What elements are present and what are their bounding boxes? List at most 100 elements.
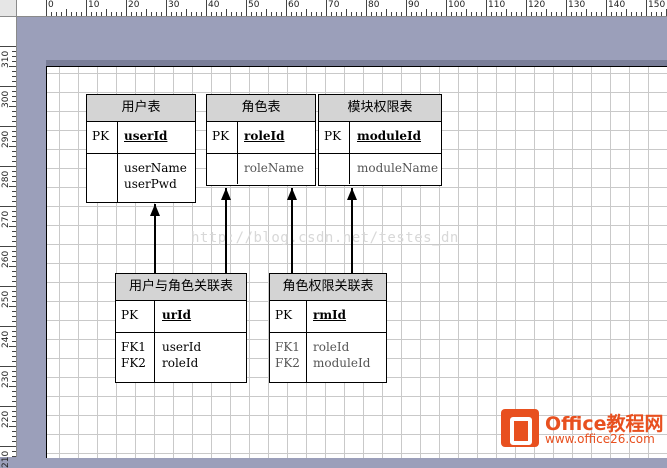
ruler-tick [0, 246, 16, 247]
ruler-tick [471, 12, 472, 16]
ruler-tick [12, 161, 16, 162]
ruler-tick [0, 46, 16, 47]
attr-row: moduleName [319, 154, 441, 184]
pk-row: PK userId [87, 122, 195, 154]
ruler-tick [12, 291, 16, 292]
ruler-tick [12, 56, 16, 57]
entity-user-role-table[interactable]: 用户与角色关联表 PK urId FK1 FK2 userId roleId [115, 273, 247, 383]
ruler-corner [0, 0, 17, 17]
ruler-tick [12, 116, 16, 117]
ruler-tick [296, 12, 297, 16]
ruler-label: 90 [408, 0, 420, 10]
ruler-tick [566, 0, 567, 16]
ruler-tick [56, 12, 57, 16]
ruler-label: 10 [88, 0, 100, 10]
ruler-tick [12, 176, 16, 177]
ruler-tick [396, 12, 397, 16]
ruler-tick [636, 12, 637, 16]
ruler-tick [9, 146, 16, 147]
ruler-tick [341, 12, 342, 16]
ruler-tick [12, 211, 16, 212]
ruler-tick [181, 12, 182, 16]
ruler-tick [586, 9, 587, 16]
ruler-tick [356, 12, 357, 16]
ruler-tick [12, 301, 16, 302]
ruler-tick [0, 446, 16, 447]
ruler-tick [12, 411, 16, 412]
ruler-label: 70 [328, 0, 340, 10]
ruler-tick [511, 12, 512, 16]
ruler-tick [171, 12, 172, 16]
ruler-tick [251, 12, 252, 16]
logo-url: www.office26.com [545, 432, 655, 446]
ruler-tick [651, 12, 652, 16]
ruler-tick [221, 12, 222, 16]
attr-field: userName [124, 161, 187, 175]
ruler-tick [316, 12, 317, 16]
ruler-tick [12, 311, 16, 312]
ruler-tick [0, 126, 16, 127]
ruler-tick [641, 12, 642, 16]
ruler-tick [136, 12, 137, 16]
ruler-tick [361, 12, 362, 16]
ruler-tick [12, 101, 16, 102]
ruler-tick [0, 326, 16, 327]
ruler-label: 0 [48, 0, 54, 10]
ruler-tick [156, 12, 157, 16]
fk-row: FK1 FK2 userId roleId [116, 333, 246, 382]
ruler-tick [206, 0, 207, 16]
ruler-tick [211, 12, 212, 16]
ruler-tick [12, 336, 16, 337]
ruler-tick [606, 0, 607, 16]
ruler-tick [0, 286, 16, 287]
ruler-tick [12, 351, 16, 352]
ruler-tick [12, 81, 16, 82]
ruler-tick [0, 166, 16, 167]
logo-brand: Office教程网 [545, 413, 664, 435]
ruler-tick [12, 156, 16, 157]
ruler-tick [431, 12, 432, 16]
ruler-tick [201, 12, 202, 16]
ruler-tick [0, 206, 16, 207]
ruler-tick [12, 216, 16, 217]
ruler-tick [101, 12, 102, 16]
ruler-tick [616, 12, 617, 16]
ruler-label: 100 [448, 0, 466, 10]
ruler-tick [281, 12, 282, 16]
ruler-tick [376, 12, 377, 16]
ruler-tick [12, 451, 16, 452]
ruler-tick [621, 12, 622, 16]
fk-field: moduleId [313, 356, 371, 370]
entity-role-table[interactable]: 角色表 PK roleId roleName [206, 94, 316, 186]
ruler-tick [9, 186, 16, 187]
ruler-tick [271, 12, 272, 16]
ruler-tick [661, 12, 662, 16]
ruler-tick [386, 9, 387, 16]
entity-module-table[interactable]: 模块权限表 PK moduleId moduleName [318, 94, 442, 186]
ruler-tick [12, 131, 16, 132]
ruler-tick [12, 416, 16, 417]
ruler-tick [366, 0, 367, 16]
pk-label: PK [212, 129, 230, 143]
ruler-tick [12, 316, 16, 317]
ruler-tick [451, 12, 452, 16]
entity-title: 角色权限关联表 [270, 274, 386, 301]
entity-user-table[interactable]: 用户表 PK userId userName userPwd [86, 94, 196, 203]
ruler-tick [12, 431, 16, 432]
entity-role-module-table[interactable]: 角色权限关联表 PK rmId FK1 FK2 roleId moduleId [269, 273, 387, 383]
ruler-tick [121, 12, 122, 16]
ruler-tick [12, 356, 16, 357]
office26-logo: Office教程网 www.office26.com [501, 405, 667, 453]
ruler-tick [12, 96, 16, 97]
ruler-tick [12, 201, 16, 202]
ruler-tick [246, 0, 247, 16]
ruler-tick [116, 12, 117, 16]
ruler-tick [9, 266, 16, 267]
ruler-tick [411, 12, 412, 16]
office-icon [501, 409, 539, 447]
ruler-tick [12, 61, 16, 62]
entity-title: 用户与角色关联表 [116, 274, 246, 301]
entity-title: 用户表 [87, 95, 195, 122]
